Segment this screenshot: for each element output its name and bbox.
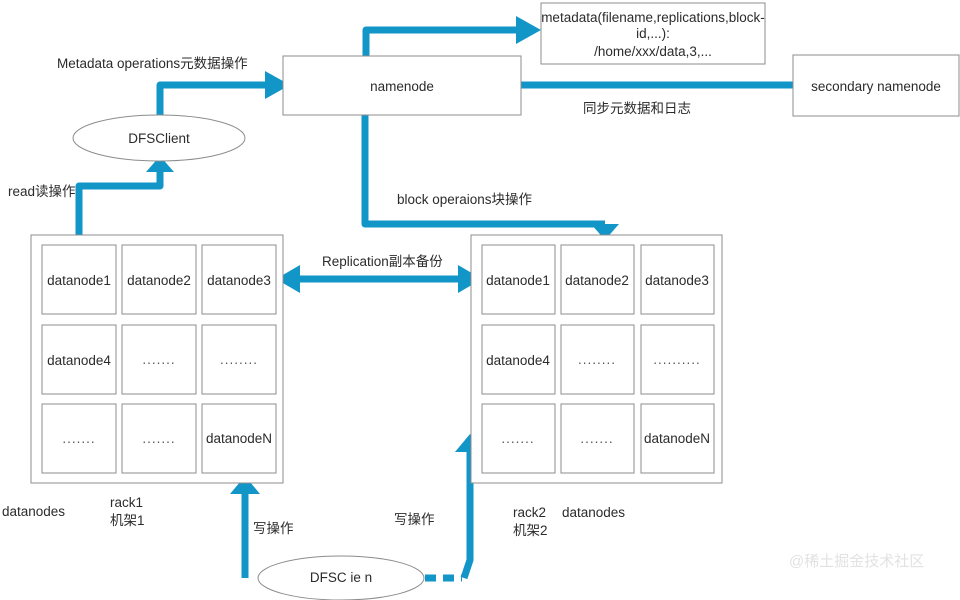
edge-read-operation-label: read读操作 xyxy=(8,184,76,199)
edge-namenode-to-metadata-arrowhead xyxy=(516,16,541,44)
rack1-cell-5-label: ........ xyxy=(220,352,258,367)
rack1-cell-5[interactable] xyxy=(201,324,277,395)
edge-namenode-to-metadata xyxy=(362,16,541,56)
edge-read-operation: read读操作 xyxy=(8,156,174,236)
rack1-cell-1-label: datanode2 xyxy=(127,273,191,288)
rack2-cell-0[interactable] xyxy=(481,244,556,315)
edge-write-right: 写操作 xyxy=(394,434,485,582)
rack2-cell-1[interactable] xyxy=(560,244,635,315)
rack1-name-zh: 机架1 xyxy=(110,513,145,528)
dfsclient-bottom-label: DFSC ie n xyxy=(310,570,372,585)
rack1-cell-1[interactable] xyxy=(121,244,197,315)
rack1-cell-2[interactable] xyxy=(201,244,277,315)
edge-block-operations: block operaions块操作 xyxy=(361,114,619,240)
rack1-cell-4-label: ....... xyxy=(142,352,175,367)
edge-replication-label: Replication副本备份 xyxy=(322,253,443,269)
edge-write-right-label: 写操作 xyxy=(394,512,435,527)
rack1-cell-2-label: datanode3 xyxy=(207,273,271,288)
rack2-cell-6[interactable] xyxy=(481,403,556,474)
rack2-cell-6-label: ....... xyxy=(501,431,534,446)
rack2-cell-8[interactable] xyxy=(640,403,715,474)
rack2-name-zh: 机架2 xyxy=(513,523,548,538)
metadata-box-rect xyxy=(540,2,766,65)
rack2-cell-8-label: datanodeN xyxy=(644,431,710,446)
rack2-cell-7[interactable] xyxy=(560,403,635,474)
rack1-cell-0-label: datanode1 xyxy=(47,273,111,288)
secondary-namenode-box-rect[interactable] xyxy=(792,54,960,117)
rack1-cell-3-label: datanode4 xyxy=(47,353,111,368)
dfsclient-bottom-shape[interactable] xyxy=(257,555,425,600)
rack1-cell-3[interactable] xyxy=(41,324,117,395)
dfsclient-top-ellipse[interactable]: DFSClient xyxy=(72,114,246,162)
edge-write-left-arrowhead xyxy=(230,476,260,494)
edge-block-operations-line xyxy=(361,114,605,228)
rack2-cell-7-label: ....... xyxy=(580,431,613,446)
edge-write-left: 写操作 xyxy=(230,476,294,578)
rack1-cell-7-label: ....... xyxy=(142,431,175,446)
metadata-box-line1: metadata(filename,replications,block- xyxy=(541,10,765,25)
rack1-name-en: rack1 xyxy=(110,495,143,510)
rack2-cell-5[interactable] xyxy=(640,324,715,395)
rack2-cell-2-label: datanode3 xyxy=(645,273,709,288)
edge-read-operation-arrowhead xyxy=(146,156,174,172)
rack1-cell-8[interactable] xyxy=(201,403,277,474)
rack1-cell-6[interactable] xyxy=(41,403,117,474)
rack1-cell-0[interactable] xyxy=(41,244,117,315)
dfsclient-top-shape[interactable] xyxy=(72,114,246,162)
rack2-cell-3-label: datanode4 xyxy=(486,353,550,368)
rack1-cell-6-label: ....... xyxy=(62,431,95,446)
rack2-cell-3[interactable] xyxy=(481,324,556,395)
edge-write-right-line xyxy=(460,452,474,580)
edge-write-left-label: 写操作 xyxy=(253,521,294,536)
edge-metadata-operations-label: Metadata operations元数据操作 xyxy=(57,56,248,71)
rack1-cell-7[interactable] xyxy=(121,403,197,474)
namenode-label: namenode xyxy=(370,79,434,94)
edge-metadata-operations-arrowhead xyxy=(265,71,290,99)
secondary-namenode-label: secondary namenode xyxy=(811,79,941,94)
edge-namenode-to-metadata-line xyxy=(362,26,516,56)
rack2-cell-2[interactable] xyxy=(640,244,715,315)
edge-replication: Replication副本备份 xyxy=(276,253,482,293)
dfsclient-top-label: DFSClient xyxy=(128,131,190,146)
edge-replication-arrowhead-left xyxy=(276,265,300,293)
edge-sync-metadata-logs-label: 同步元数据和日志 xyxy=(583,101,691,116)
edge-block-operations-arrowhead xyxy=(591,224,619,240)
rack2-name-en: rack2 xyxy=(513,505,546,520)
rack2-group: datanode1 datanode2 datanode3 datanode4 … xyxy=(470,234,723,538)
rack2-side-label: datanodes xyxy=(562,505,625,520)
rack2-cell-1-label: datanode2 xyxy=(565,273,629,288)
rack2-cell-4[interactable] xyxy=(560,324,635,395)
rack1-side-label: datanodes xyxy=(2,504,65,519)
edge-replication-arrowhead-right xyxy=(458,265,482,293)
edge-read-operation-line xyxy=(75,172,164,236)
dfsclient-bottom-ellipse[interactable]: DFSC ie n xyxy=(257,555,425,600)
rack1-cell-8-label: datanodeN xyxy=(206,431,272,446)
edge-metadata-operations: Metadata operations元数据操作 xyxy=(57,56,290,128)
rack1-cell-4[interactable] xyxy=(121,324,197,395)
metadata-box-line3: /home/xxx/data,3,... xyxy=(594,44,712,59)
secondary-namenode-box[interactable]: secondary namenode xyxy=(792,54,960,117)
rack2-cell-4-label: ........ xyxy=(578,352,616,367)
rack2-cell-0-label: datanode1 xyxy=(486,273,550,288)
rack1-group: datanode1 datanode2 datanode3 datanode4 … xyxy=(2,234,284,528)
edge-block-operations-label: block operaions块操作 xyxy=(397,192,532,207)
metadata-box-line2: id,...): xyxy=(636,26,670,41)
edge-metadata-operations-line xyxy=(156,81,265,128)
namenode-box[interactable]: namenode xyxy=(282,55,522,116)
namenode-box-rect[interactable] xyxy=(282,55,522,116)
rack2-cell-5-label: .......... xyxy=(653,352,701,367)
watermark: @稀土掘金技术社区 xyxy=(789,553,924,570)
metadata-box: metadata(filename,replications,block- id… xyxy=(540,2,766,65)
